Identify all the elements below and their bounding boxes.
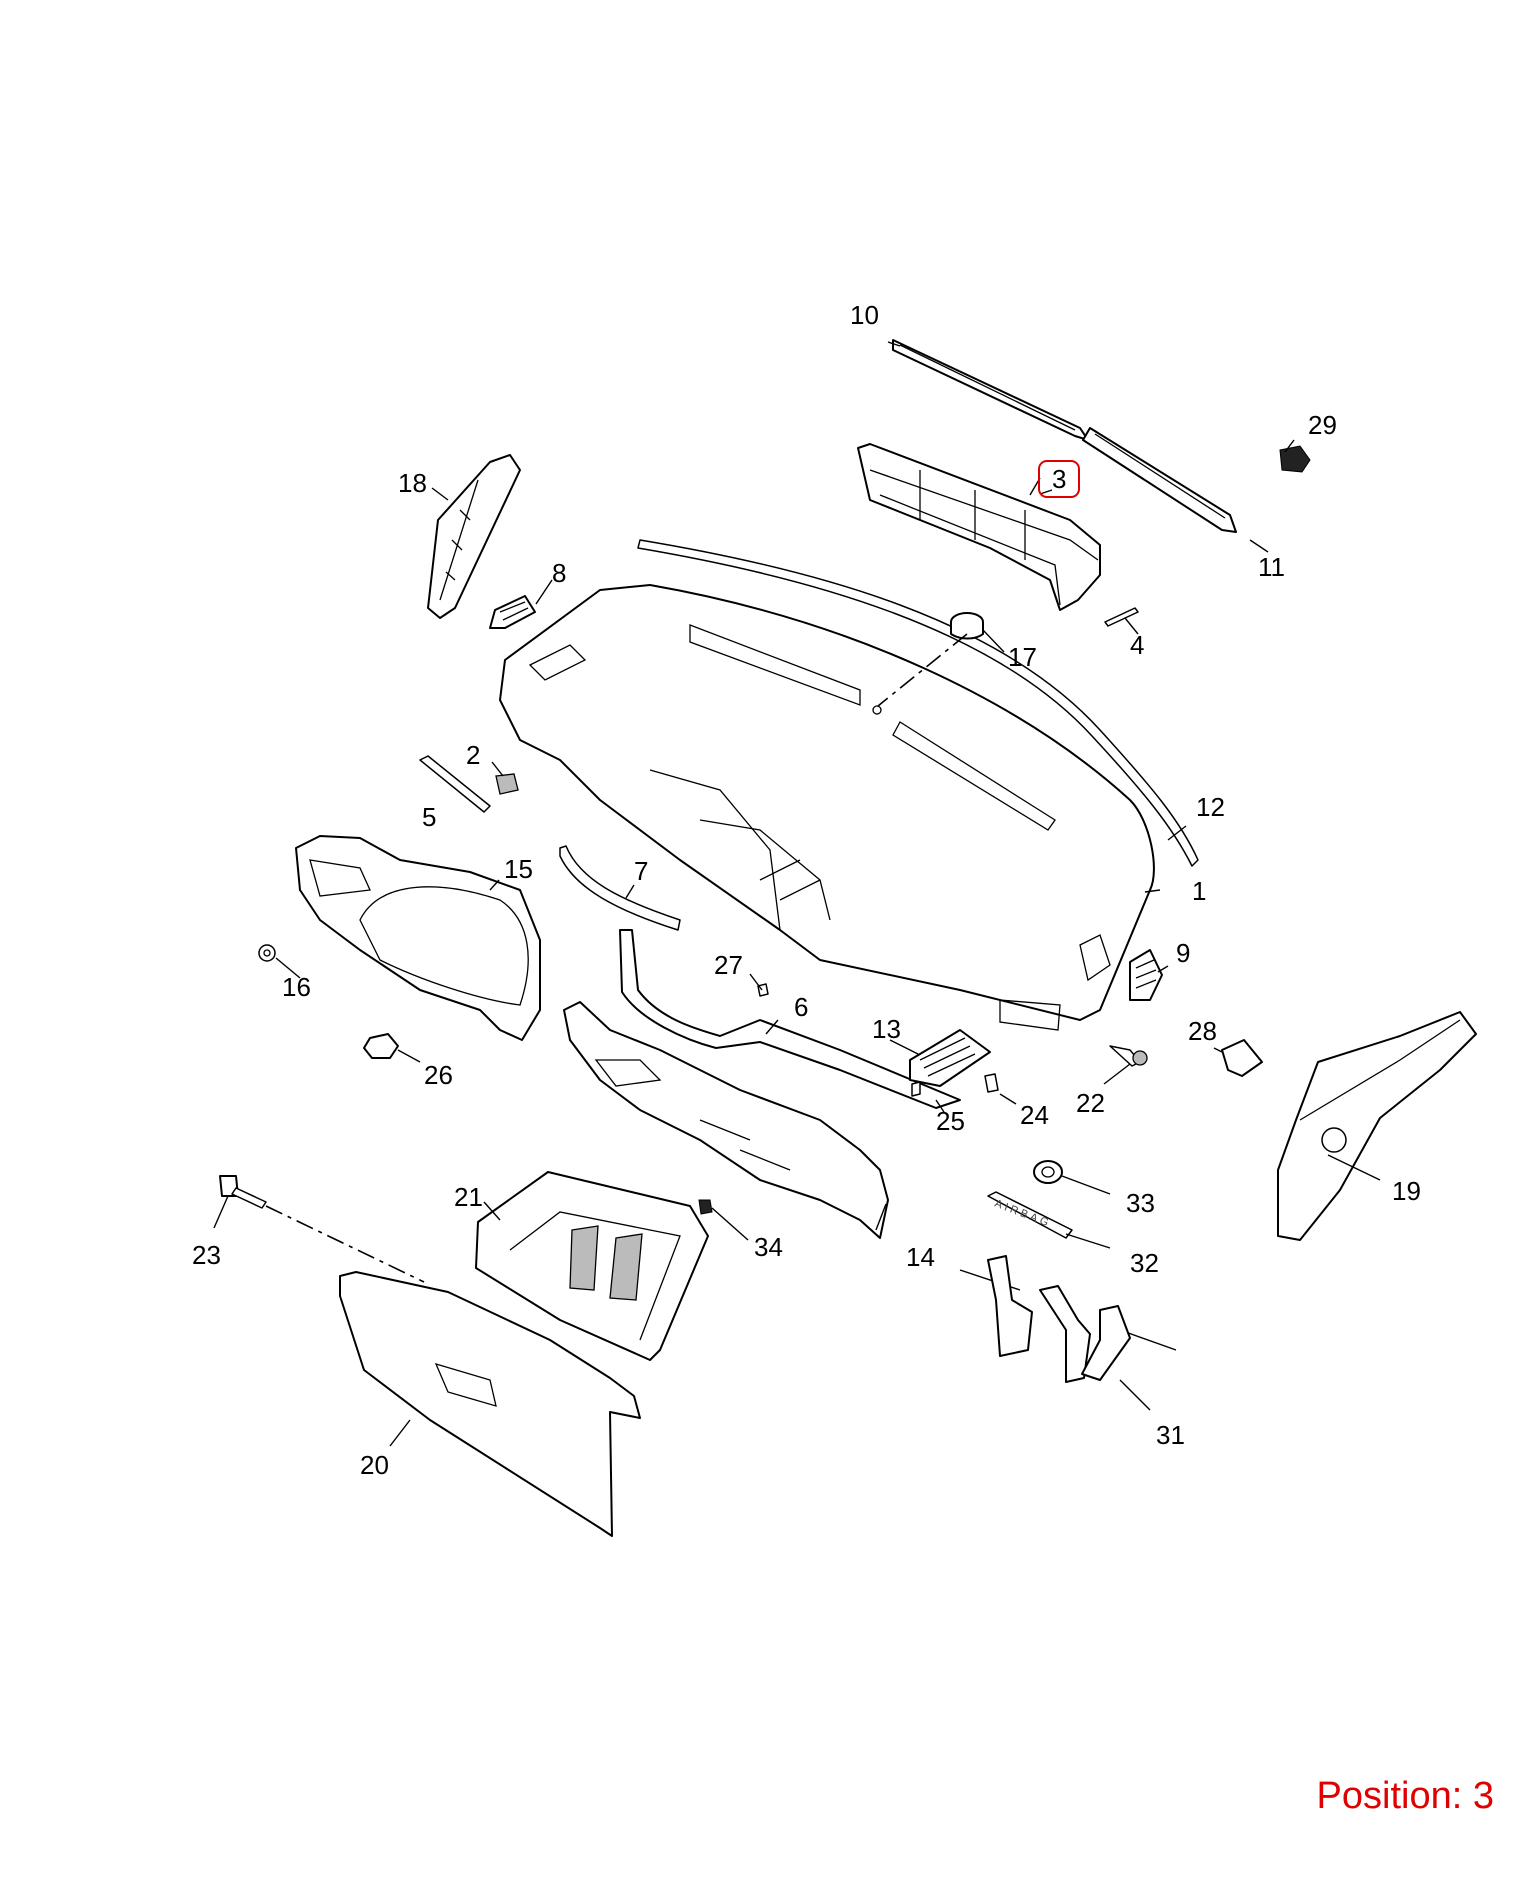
callout-29: 29 — [1308, 410, 1337, 440]
leader-lines — [213, 341, 1381, 1447]
callout-2: 2 — [466, 740, 480, 770]
part-16-washer — [258, 944, 276, 962]
part-12-seal-strip — [637, 539, 1199, 867]
part-26-nut — [363, 1033, 399, 1059]
callout-17: 17 — [1008, 642, 1037, 672]
callout-1: 1 — [1192, 876, 1206, 906]
part-9-right-vent — [1129, 949, 1163, 1001]
part-14-knee-panel — [563, 1001, 889, 1239]
callout-33: 33 — [1126, 1188, 1155, 1218]
part-10-defroster-grille — [892, 339, 1089, 441]
part-33-grommet — [1033, 1160, 1063, 1184]
callout-21: 21 — [454, 1182, 483, 1212]
callout-18: 18 — [398, 468, 427, 498]
callout-10: 10 — [850, 300, 879, 330]
callout-25: 25 — [936, 1106, 965, 1136]
callout-8: 8 — [552, 558, 566, 588]
part-25-screw — [911, 1081, 921, 1097]
part-34-clip — [698, 1199, 713, 1215]
part-31-brackets — [959, 1255, 1177, 1383]
part-13-center-vent — [909, 1029, 991, 1087]
callout-24: 24 — [1020, 1100, 1049, 1130]
callout-22: 22 — [1076, 1088, 1105, 1118]
part-3-air-duct — [857, 443, 1101, 611]
callout-14: 14 — [906, 1242, 935, 1272]
callout-34: 34 — [754, 1232, 783, 1262]
callout-32: 32 — [1130, 1248, 1159, 1278]
part-15-cluster-surround — [295, 835, 541, 1041]
part-18-side-trim — [427, 454, 521, 619]
part-24-screw — [984, 1073, 999, 1093]
callout-4: 4 — [1130, 630, 1144, 660]
callout-15: 15 — [504, 854, 533, 884]
callout-23: 23 — [192, 1240, 221, 1270]
part-19-end-cap — [1277, 1011, 1477, 1241]
part-20-glovebox-door — [339, 1271, 641, 1537]
part-21-glovebox-inner — [475, 1171, 709, 1361]
callout-3: 3 — [1052, 464, 1066, 494]
part-4-fastener — [1104, 607, 1139, 627]
callout-19: 19 — [1392, 1176, 1421, 1206]
part-32-airbag-badge: AIRBAG — [987, 1191, 1073, 1239]
callout-13: 13 — [872, 1014, 901, 1044]
part-11-defroster-grille — [1082, 427, 1237, 533]
part-22-screw — [1109, 1045, 1148, 1067]
part-7-trim-strip — [559, 845, 681, 931]
callout-5: 5 — [422, 802, 436, 832]
callout-31: 31 — [1156, 1420, 1185, 1450]
callout-labels: 1 2 3 4 5 6 7 8 9 10 11 12 13 14 15 16 1… — [192, 300, 1421, 1480]
part-8-side-vent — [489, 595, 536, 629]
airbag-badge-text: AIRBAG — [993, 1198, 1053, 1231]
callout-16: 16 — [282, 972, 311, 1002]
callout-7: 7 — [634, 856, 648, 886]
part-1-dashboard-panel — [499, 584, 1155, 1031]
part-5-trim-strip — [419, 755, 491, 813]
part-17-sensor — [950, 612, 984, 640]
callout-28: 28 — [1188, 1016, 1217, 1046]
callout-12: 12 — [1196, 792, 1225, 822]
part-6-lower-trim — [619, 929, 961, 1109]
part-2-clip — [495, 773, 519, 795]
part-28-switch — [1221, 1039, 1263, 1077]
part-23-bolt — [219, 1175, 425, 1283]
callout-3-highlight-box — [1038, 460, 1080, 498]
position-label: Position: 3 — [1316, 1775, 1494, 1817]
callout-20: 20 — [360, 1450, 389, 1480]
callout-27: 27 — [714, 950, 743, 980]
callout-26: 26 — [424, 1060, 453, 1090]
part-29-clip — [1279, 445, 1311, 473]
callout-6: 6 — [794, 992, 808, 1022]
callout-9: 9 — [1176, 938, 1190, 968]
callout-11: 11 — [1258, 552, 1285, 582]
